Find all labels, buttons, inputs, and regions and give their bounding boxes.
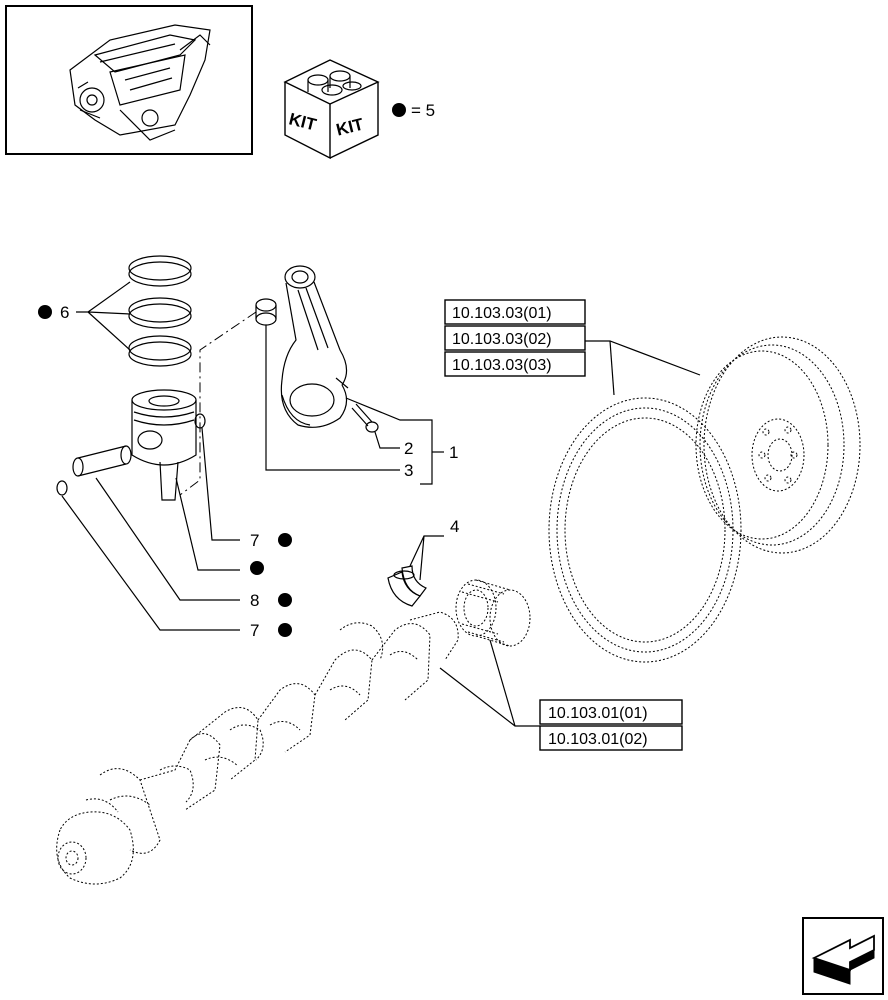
callout-6: 6 (60, 303, 69, 322)
circlip-left (56, 480, 68, 496)
ref-link-flywheel-3[interactable]: 10.103.03(03) (452, 357, 552, 374)
gear-references: 10.103.01(01) 10.103.01(02) (539, 699, 683, 751)
engine-thumbnail (5, 5, 253, 155)
kit-bullet-icon (392, 103, 406, 117)
piston-pin (72, 445, 132, 477)
crankshaft-gear (455, 579, 531, 647)
arrow-back-icon (811, 934, 875, 985)
small-end-bushing (255, 298, 277, 326)
bearing-shells (387, 565, 427, 607)
ref-link-gear-1[interactable]: 10.103.01(01) (548, 705, 648, 722)
flywheel-references: 10.103.03(01) 10.103.03(02) 10.103.03(03… (444, 299, 586, 377)
ref-link-gear-2[interactable]: 10.103.01(02) (548, 731, 648, 748)
kit-quantity-text: = 5 (411, 101, 435, 120)
ref-link-flywheel-1[interactable]: 10.103.03(01) (452, 305, 552, 322)
callout-1: 1 (449, 443, 458, 462)
bullet-7b-icon (278, 623, 292, 637)
bullet-6-icon (38, 305, 52, 319)
flywheel (695, 336, 861, 554)
kit-box-icon: KIT KIT (283, 59, 380, 160)
crankshaft (56, 611, 459, 885)
callout-7b: 7 (250, 621, 259, 640)
callout-2: 2 (404, 439, 413, 458)
kit-label-right: KIT (334, 114, 366, 139)
piston (131, 389, 197, 501)
engine-thumbnail-icon (69, 24, 211, 141)
flywheel-ring-gear (548, 397, 742, 663)
piston-rings (128, 255, 192, 367)
bullet-8-icon (278, 593, 292, 607)
bullet-7a-icon (278, 533, 292, 547)
kit-label-left: KIT (287, 109, 319, 134)
callout-4: 4 (450, 517, 459, 536)
connecting-rod (280, 265, 349, 428)
back-nav-button[interactable] (802, 917, 884, 995)
callout-3: 3 (404, 461, 413, 480)
callout-8: 8 (250, 591, 259, 610)
callout-7a: 7 (250, 531, 259, 550)
ref-link-flywheel-2[interactable]: 10.103.03(02) (452, 331, 552, 348)
bullet-blank-icon (250, 561, 264, 575)
connecting-rod-bolt (351, 403, 379, 433)
